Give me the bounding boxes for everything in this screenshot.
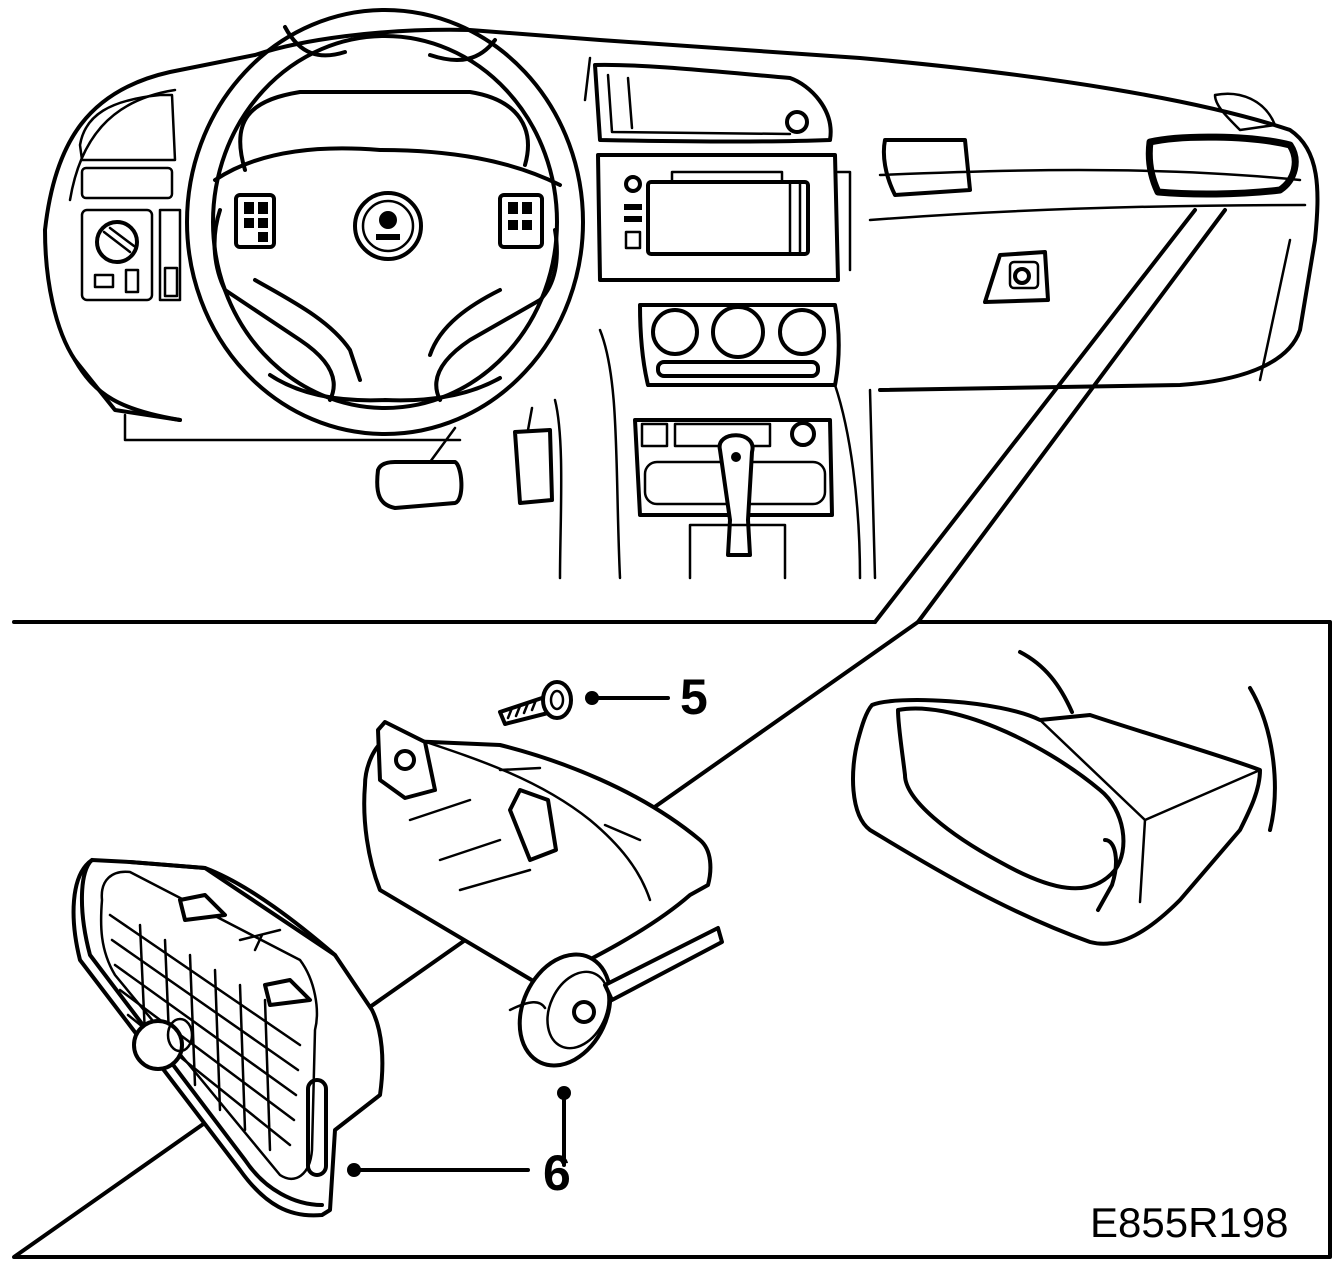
callout-number-vent: 6 — [543, 1145, 571, 1201]
center-stack — [593, 62, 852, 580]
steering-wheel — [185, 8, 585, 436]
pedals — [375, 406, 554, 510]
front-vent-grille — [71, 858, 385, 1218]
vent-outlet-assembly — [362, 720, 724, 1068]
vent-duct-housing — [851, 650, 1277, 946]
highlighted-vent-outline — [1145, 133, 1299, 198]
callout-number-screw: 5 — [680, 669, 708, 725]
screw — [498, 680, 573, 726]
dashboard-overview — [43, 8, 1320, 580]
figure-reference-code: E855R198 — [1090, 1199, 1289, 1246]
zoom-leader — [873, 208, 1227, 624]
instrument-cluster-left — [78, 93, 182, 302]
passenger-side — [881, 92, 1299, 304]
callout-markers — [347, 691, 670, 1177]
